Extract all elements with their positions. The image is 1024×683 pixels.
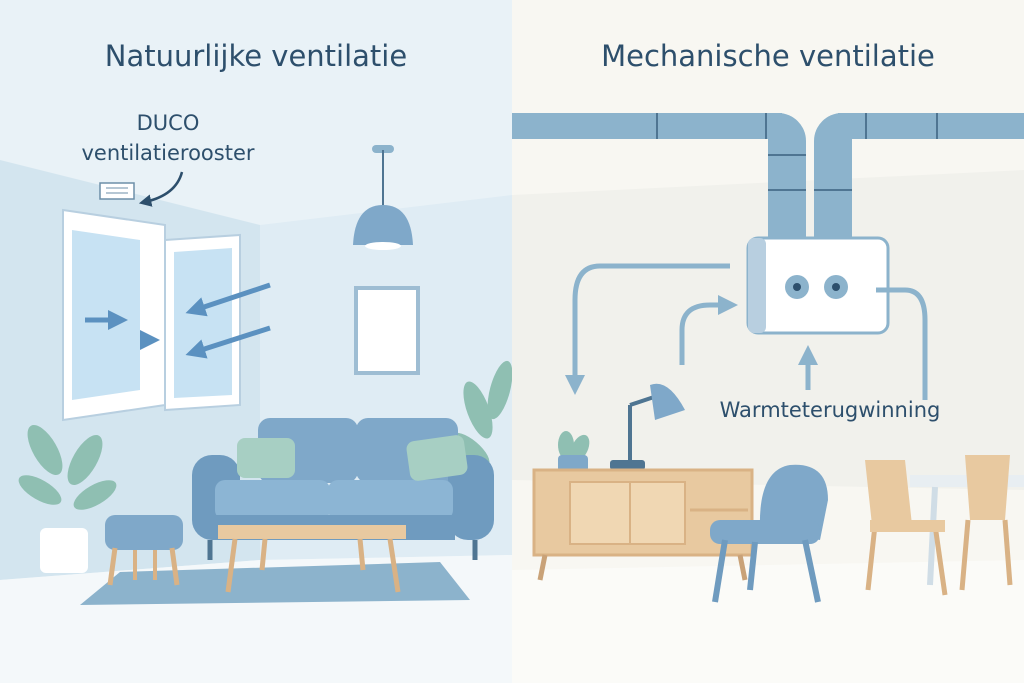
left-panel: Natuurlijke ventilatie DUCO ventilatiero… [0,0,513,683]
open-window [62,208,241,422]
vent-grille-icon [99,182,135,200]
airflow-arrows-icon [85,282,271,359]
plant-left [18,425,117,573]
dining-chairs [865,455,1013,596]
mechanical-airflow-arrows-icon [565,263,928,400]
blue-chair [710,464,828,603]
small-plant [558,431,590,472]
wall-frame [354,286,420,375]
desk-lamp [610,383,685,470]
callout-arrow-icon [138,171,184,207]
right-floor [512,560,1024,683]
pendant-lamp [353,145,413,250]
coffee-table [218,525,406,593]
ottoman [105,515,183,586]
callout-line-2: ventilatierooster [81,141,254,165]
left-title: Natuurlijke ventilatie [105,39,407,73]
heat-recovery-unit [746,236,890,335]
heat-recovery-label: Warmteterugwinning [720,398,941,422]
right-panel: Mechanische ventilatie [512,0,1024,683]
right-title: Mechanische ventilatie [601,39,935,73]
ventilation-ducts [512,113,1024,240]
callout-line-1: DUCO [137,111,200,135]
